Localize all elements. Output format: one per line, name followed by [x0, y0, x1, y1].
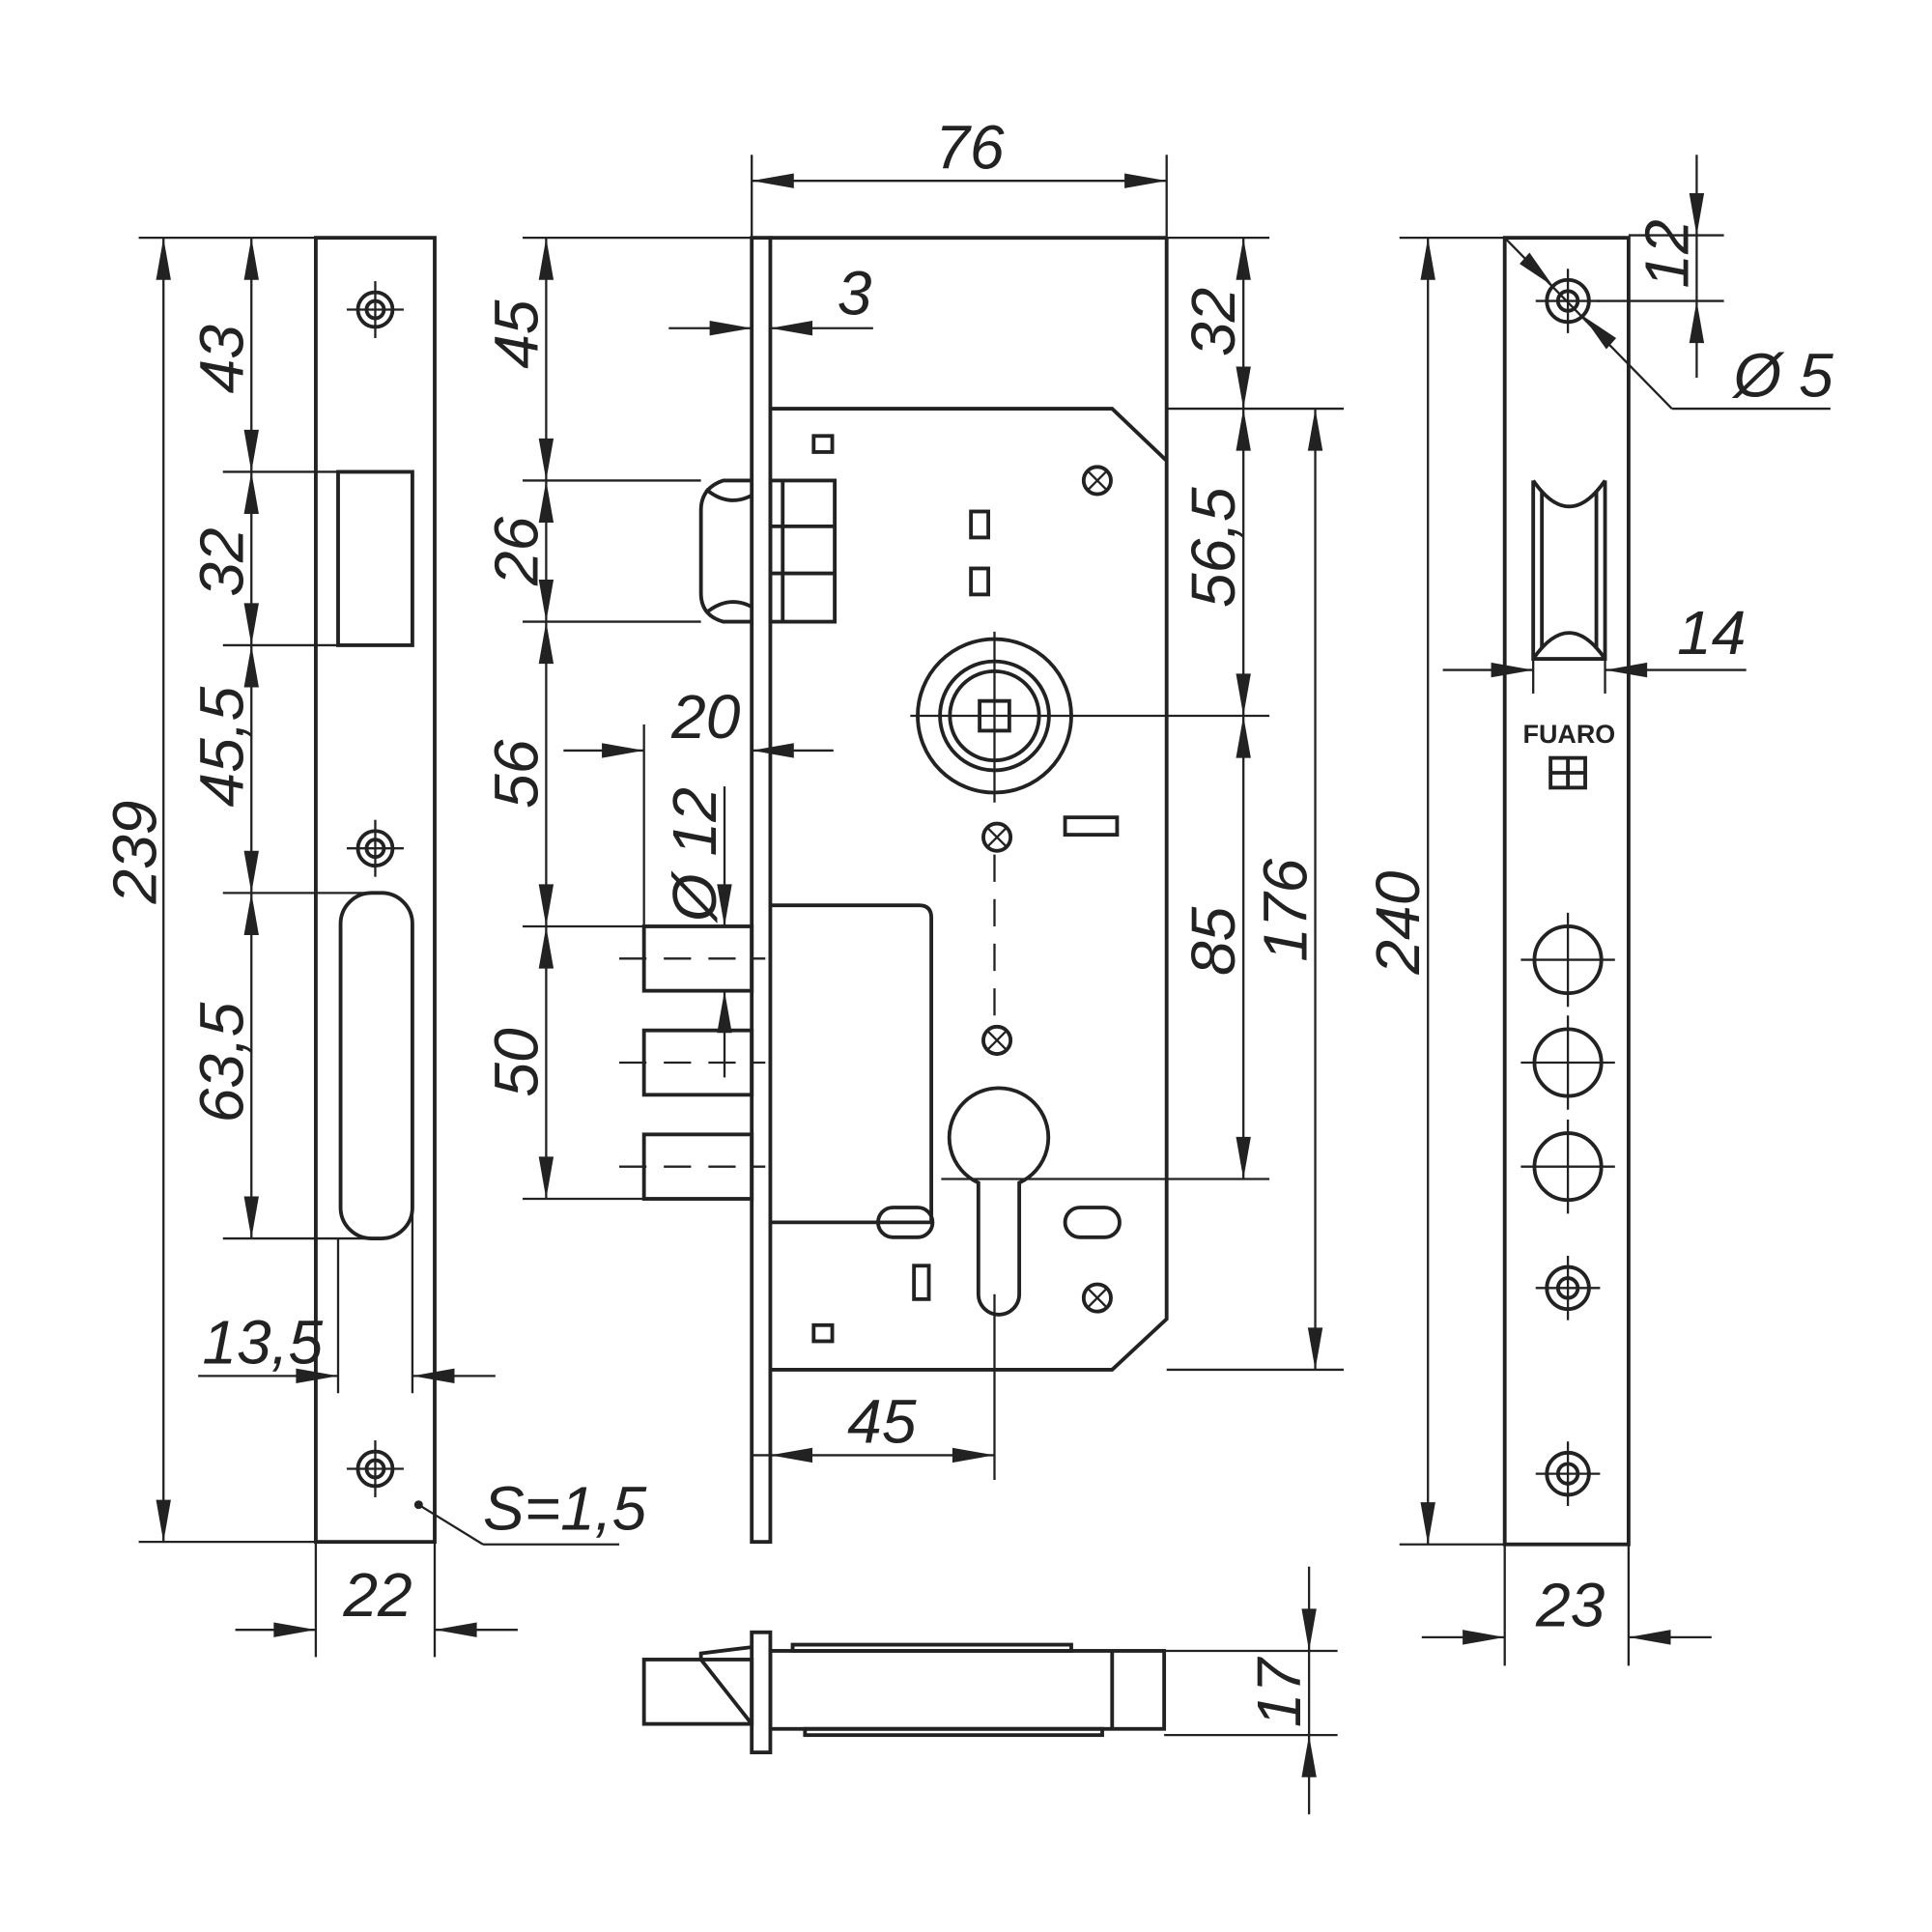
cylinder-cutout: [947, 1086, 1051, 1317]
dim-hole-diameter: Ø 5: [1731, 340, 1833, 410]
dim-lock-width: 76: [935, 112, 1005, 182]
strike-dimension-lines: [138, 237, 620, 1658]
strike-centerlines: [346, 281, 404, 1498]
dim-bolt-projection: 20: [670, 682, 741, 752]
lock-dimension-arrows: [538, 173, 1323, 1463]
dim-case-height: 176: [1251, 858, 1321, 961]
lock-case: [770, 236, 1169, 1372]
dim-faceplate-height: 240: [1363, 870, 1433, 975]
faceplate-front: [1502, 236, 1631, 1547]
dim-top-offset: 45: [481, 299, 551, 369]
latch-bolt: [698, 478, 838, 624]
dim-strike-latch: 32: [186, 527, 256, 596]
strike-dimension-arrows: [156, 238, 477, 1637]
dim-case-to-spindle: 56,5: [1179, 487, 1248, 608]
brand-logo-text: FUARO: [1523, 720, 1616, 749]
dim-strike-bolt-slot: 63,5: [186, 1002, 256, 1122]
brand-logo: [1548, 755, 1587, 790]
strike-plate: [314, 236, 437, 1545]
dim-strike-mid: 45,5: [186, 686, 256, 807]
dim-latch-to-bolt: 56: [481, 739, 551, 809]
dim-latch-window-width: 14: [1677, 598, 1746, 668]
dim-latch-height: 26: [481, 517, 551, 587]
case-screws: [981, 465, 1113, 1314]
lock-bottom-view: [641, 1630, 1167, 1755]
dim-strike-width: 22: [342, 1560, 412, 1630]
dim-top-to-case: 32: [1179, 288, 1248, 356]
lock-centerlines: [619, 631, 1270, 1481]
dim-bolt-span: 50: [481, 1028, 551, 1097]
faceplate-centerlines: [1520, 269, 1615, 1506]
dim-strike-thickness: S=1,5: [483, 1473, 647, 1543]
dim-backset: 45: [847, 1387, 917, 1457]
bottom-dimension-arrows: [1301, 1608, 1317, 1777]
case-screw-crosses: [987, 470, 1107, 1308]
dim-strike-slot-width: 13,5: [202, 1308, 323, 1378]
lock-faceplate: [750, 236, 773, 1545]
dim-faceplate-thickness: 3: [838, 259, 872, 328]
dim-bottom-thickness: 17: [1244, 1657, 1314, 1728]
dim-strike-top: 43: [186, 325, 256, 394]
dim-spindle-to-cylinder: 85: [1179, 906, 1248, 976]
dim-screw-offset: 12: [1632, 219, 1701, 288]
faceplate-dimension-arrows: [1420, 193, 1705, 1645]
dim-bolt-diameter: Ø 12: [660, 787, 729, 923]
dim-faceplate-width: 23: [1535, 1570, 1605, 1639]
dim-strike-height: 239: [100, 801, 170, 905]
